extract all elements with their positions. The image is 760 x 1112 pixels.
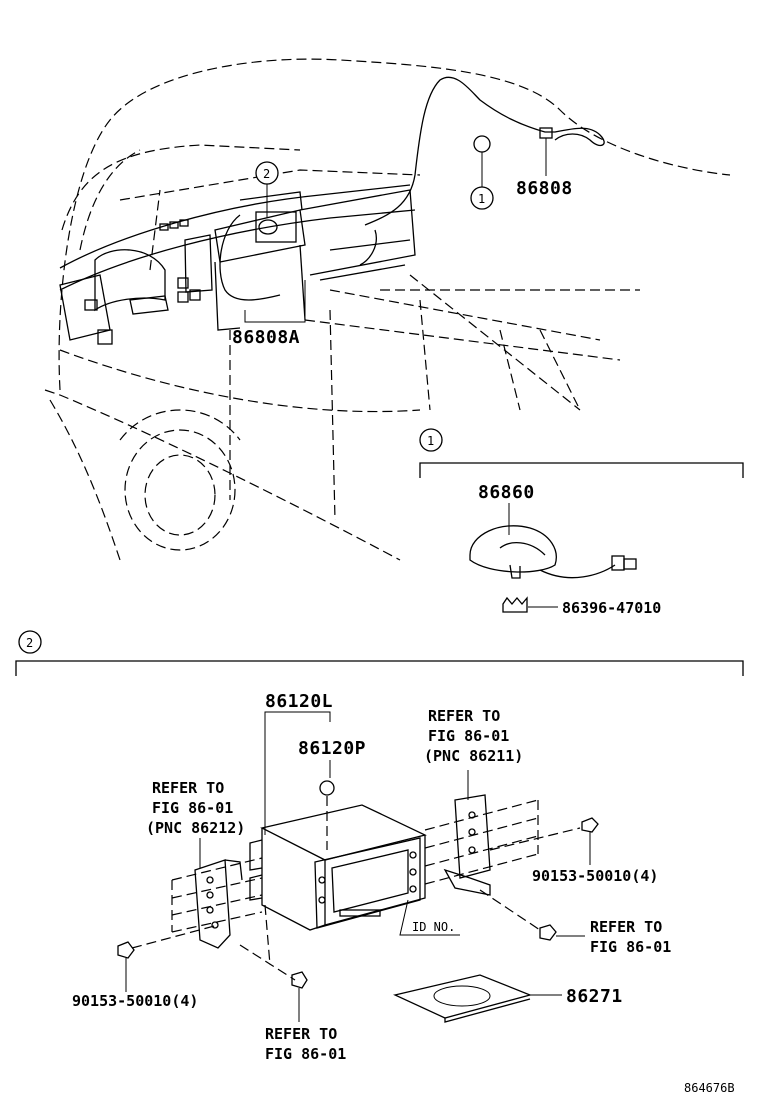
id-no-label: ID NO.: [412, 920, 455, 934]
vehicle-interior-illustration: [44, 58, 731, 561]
section-1-antenna: 1: [419, 428, 744, 613]
ref-line: REFER TO: [152, 779, 224, 797]
section-2-headunit: 2: [15, 630, 744, 1023]
part-label-86808A: 86808A: [232, 327, 300, 348]
ref-note-right: REFER TO FIG 86-01: [590, 918, 671, 956]
ref-line: FIG 86-01: [428, 727, 509, 745]
ref-line: REFER TO: [265, 1025, 337, 1043]
ref-line: REFER TO: [428, 707, 500, 725]
ref-line: FIG 86-01: [265, 1045, 346, 1063]
callout-circle-1-top: 1: [470, 186, 494, 210]
ref-line: REFER TO: [590, 918, 662, 936]
ref-note-top-right: REFER TO FIG 86-01 (PNC 86211): [424, 707, 523, 765]
part-label-86396-47010: 86396-47010: [562, 599, 661, 617]
callout-label: 1: [478, 192, 485, 206]
figure-id: 864676B: [684, 1081, 735, 1095]
part-label-bolt-right: 90153-50010(4): [532, 867, 658, 885]
part-label-86808: 86808: [516, 178, 573, 199]
ref-note-left: REFER TO FIG 86-01 (PNC 86212): [146, 779, 245, 837]
ref-line: FIG 86-01: [152, 799, 233, 817]
part-label-86860: 86860: [478, 482, 535, 503]
ref-line: (PNC 86212): [146, 819, 245, 837]
callout-label: 2: [263, 167, 270, 181]
section-1-callout: 1: [427, 434, 434, 448]
ref-note-bottom: REFER TO FIG 86-01: [265, 1025, 346, 1063]
ref-line: (PNC 86211): [424, 747, 523, 765]
ref-line: FIG 86-01: [590, 938, 671, 956]
part-label-bolt-left: 90153-50010(4): [72, 992, 198, 1010]
section-2-callout: 2: [26, 636, 33, 650]
part-label-86271: 86271: [566, 986, 623, 1007]
part-label-86120L: 86120L: [265, 691, 333, 712]
callout-circle-2-top: 2: [255, 161, 279, 185]
part-label-86120P: 86120P: [298, 738, 366, 759]
